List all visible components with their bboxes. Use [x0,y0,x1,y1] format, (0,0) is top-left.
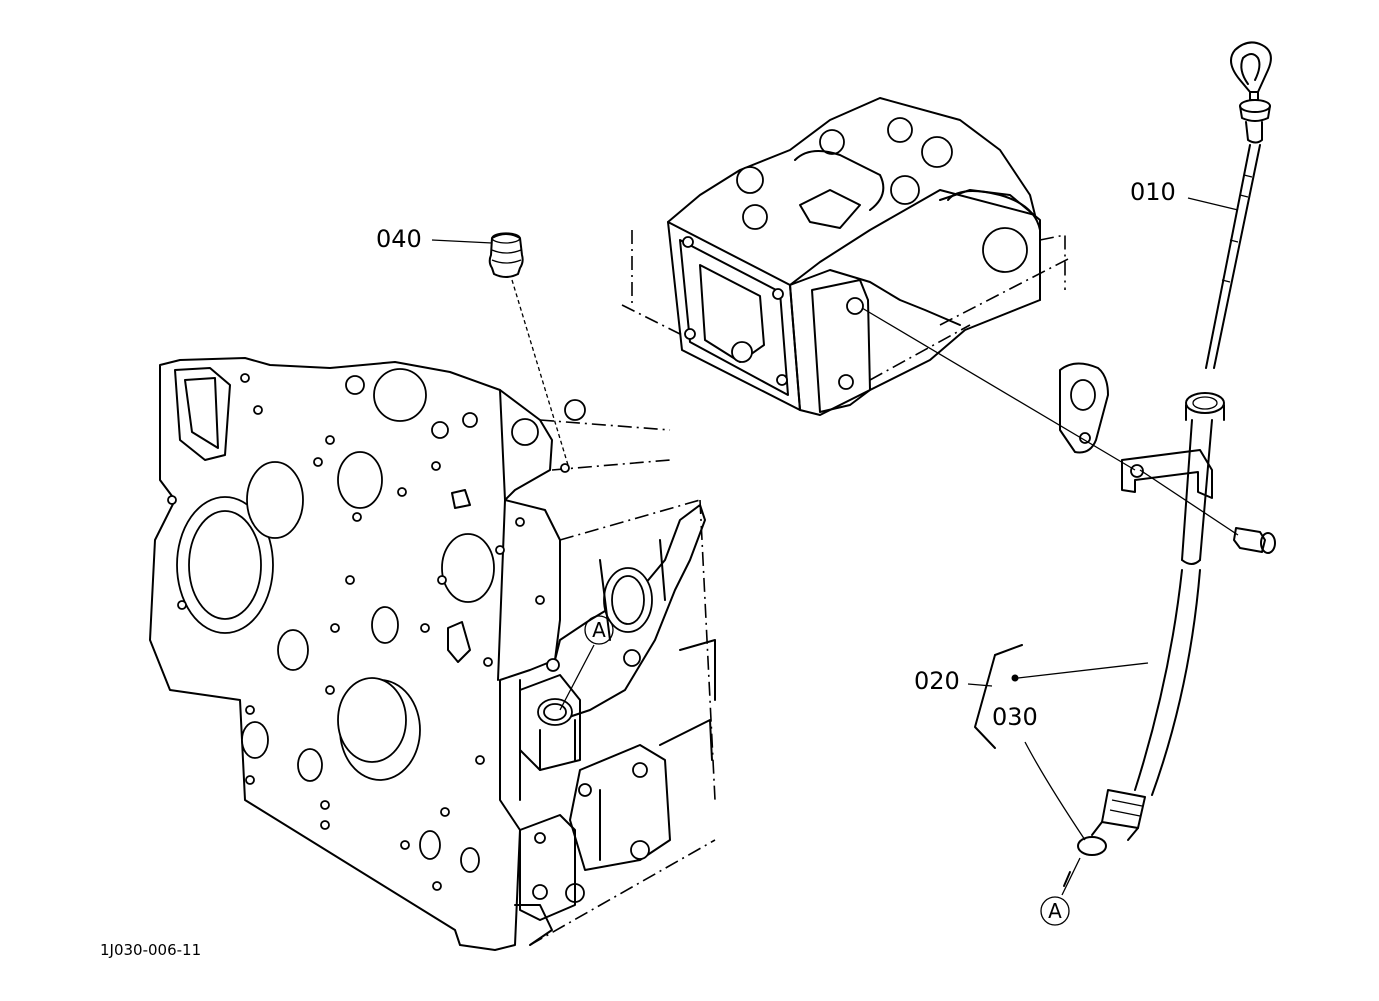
label-030: 030 [992,703,1038,731]
leader-a-bottom [1061,857,1081,896]
ref-a-bottom: A [1048,899,1062,923]
leader-a-top [559,644,595,711]
ref-a-top: A [592,618,606,642]
plug-040 [488,232,569,466]
label-010: 010 [1130,178,1176,206]
ref-circle-a-bottom [1040,896,1070,926]
leader-010 [1187,197,1239,211]
arrow-a [1063,871,1071,887]
cylinder-block [149,357,716,951]
ref-circle-a-top [584,615,614,645]
leader-040 [431,239,493,244]
dipstick-010 [1205,41,1272,369]
cylinder-head [621,97,1071,416]
spacer-plate [861,307,1136,471]
leader-020 [967,683,993,687]
guide-tube-020 [1091,392,1276,841]
label-020: 020 [914,667,960,695]
o-ring-030 [1077,836,1107,856]
group-bracket [974,644,1149,749]
leader-030 [1024,741,1086,841]
label-040: 040 [376,225,422,253]
drawing-code: 1J030-006-11 [100,941,201,959]
